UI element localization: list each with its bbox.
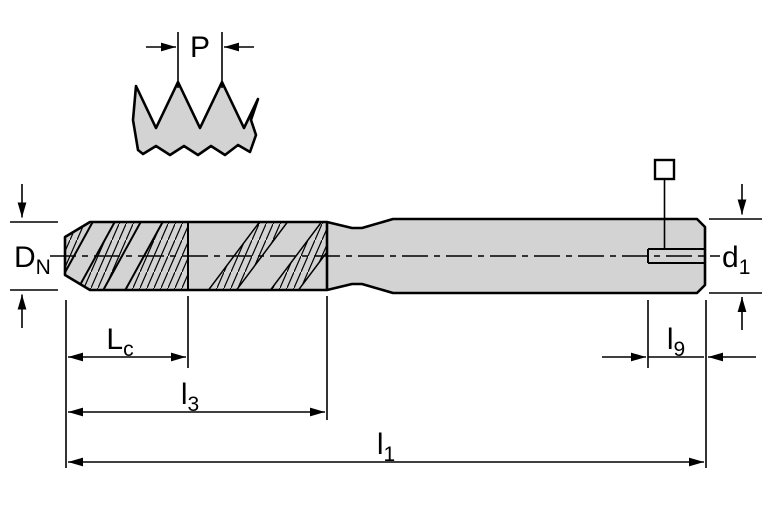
shank-diameter-label: d1 xyxy=(722,241,750,279)
thread-profile-section: P xyxy=(131,31,260,157)
dimension-shank-diameter: d1 xyxy=(709,184,762,330)
extension-lines xyxy=(65,296,707,468)
dimension-nominal-diameter: DN xyxy=(10,184,58,328)
dimension-square-length: l9 xyxy=(602,323,756,362)
overall-length-label: l1 xyxy=(377,428,395,466)
thread-profile-shape xyxy=(131,80,260,157)
pitch-label: P xyxy=(190,31,210,64)
dimension-thread-length: l3 xyxy=(68,378,325,417)
tap-outline xyxy=(63,217,707,295)
flute-band xyxy=(98,219,168,293)
tap-body xyxy=(50,158,720,295)
pitch-dimension: P xyxy=(146,31,254,88)
dimension-chamfer-length: Lc xyxy=(68,323,186,362)
square-length-label: l9 xyxy=(667,323,685,361)
dimension-overall-length: l1 xyxy=(68,428,704,467)
chamfer-length-label: Lc xyxy=(106,323,133,361)
square-drive-icon xyxy=(653,158,676,181)
nominal-diameter-label: DN xyxy=(14,241,51,279)
thread-length-label: l3 xyxy=(181,378,199,416)
flute-band xyxy=(264,219,327,293)
